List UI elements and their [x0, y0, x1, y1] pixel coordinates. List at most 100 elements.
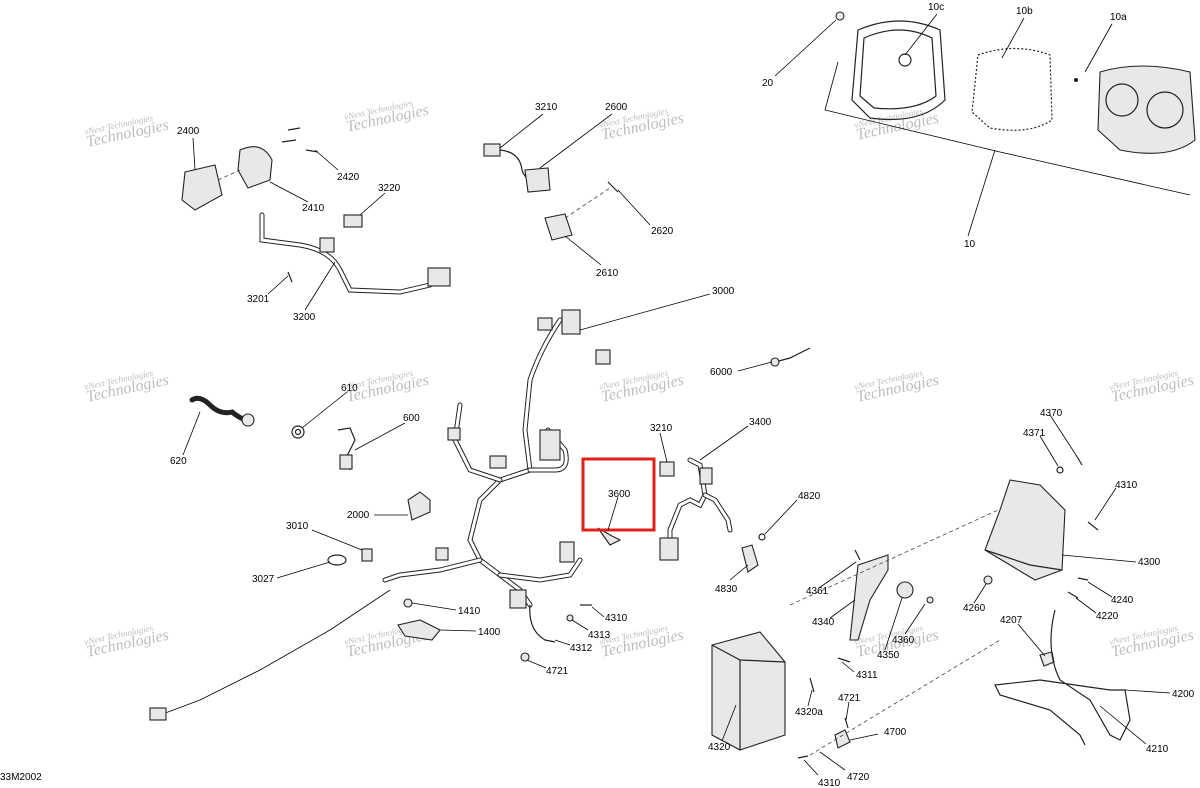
callout-4360[interactable]: 4360 — [892, 635, 915, 646]
tray-4300-part[interactable] — [984, 479, 1066, 581]
callout-6000[interactable]: 6000 — [710, 367, 733, 378]
callout-2000[interactable]: 2000 — [347, 510, 370, 521]
callout-4200[interactable]: 4200 — [1172, 689, 1195, 700]
callout-3220[interactable]: 3220 — [378, 183, 401, 194]
callout-2400[interactable]: 2400 — [177, 126, 200, 137]
screw-4361-part[interactable] — [854, 549, 861, 561]
callout-2600[interactable]: 2600 — [605, 102, 628, 113]
callout-4820[interactable]: 4820 — [798, 491, 821, 502]
callout-4240[interactable]: 4240 — [1111, 595, 1134, 606]
highlight-box-3600[interactable] — [581, 457, 656, 532]
module-group[interactable] — [483, 143, 619, 241]
callout-4830[interactable]: 4830 — [715, 584, 738, 595]
callout-3200[interactable]: 3200 — [293, 312, 316, 323]
callout-3210[interactable]: 3210 — [535, 102, 558, 113]
callout-3210[interactable]: 3210 — [650, 423, 673, 434]
callout-4300[interactable]: 4300 — [1138, 557, 1161, 568]
callout-3400[interactable]: 3400 — [749, 417, 772, 428]
callout-610[interactable]: 610 — [341, 383, 358, 394]
callout-4721[interactable]: 4721 — [546, 666, 569, 677]
module-2600-part[interactable] — [524, 167, 551, 193]
callout-4312[interactable]: 4312 — [570, 643, 593, 654]
callout-1410[interactable]: 1410 — [458, 606, 481, 617]
callout-4320a[interactable]: 4320a — [795, 707, 823, 718]
switch-2400-part[interactable] — [181, 164, 223, 211]
callout-4311[interactable]: 4311 — [856, 670, 878, 681]
callout-3201[interactable]: 3201 — [247, 294, 270, 305]
callout-4350[interactable]: 4350 — [877, 650, 900, 661]
callout-4313[interactable]: 4313 — [588, 630, 611, 641]
connector-3210-part[interactable] — [659, 461, 675, 477]
center-parts-group[interactable] — [597, 347, 811, 573]
solenoid-4350-part[interactable] — [896, 581, 914, 599]
callout-600[interactable]: 600 — [403, 413, 420, 424]
callout-4361[interactable]: 4361 — [806, 586, 829, 597]
pin-2620-part[interactable] — [607, 181, 619, 193]
callout-4260[interactable]: 4260 — [963, 603, 986, 614]
callout-10[interactable]: 10 — [964, 239, 976, 250]
relay-2610-part[interactable] — [544, 213, 573, 241]
tray-group[interactable] — [983, 454, 1131, 746]
washer-4313-part[interactable] — [566, 614, 574, 622]
callout-10c[interactable]: 10c — [928, 2, 944, 13]
callout-4207[interactable]: 4207 — [1000, 615, 1023, 626]
callout-4320[interactable]: 4320 — [708, 742, 731, 753]
nut-4721-part[interactable] — [844, 717, 849, 729]
callout-3000[interactable]: 3000 — [712, 286, 735, 297]
screw-4240-part[interactable] — [1077, 577, 1089, 581]
housing-2410-part[interactable] — [237, 146, 273, 189]
callout-4210[interactable]: 4210 — [1146, 744, 1169, 755]
lens-10b-part[interactable] — [971, 47, 1053, 131]
nut-4820-part[interactable] — [758, 533, 766, 541]
bezel-10c-part[interactable] — [851, 20, 946, 121]
callout-2410[interactable]: 2410 — [302, 203, 325, 214]
screw-4320a-part[interactable] — [809, 677, 815, 693]
connector-3010-part[interactable] — [361, 548, 373, 562]
callout-4700[interactable]: 4700 — [884, 727, 907, 738]
callout-2420[interactable]: 2420 — [337, 172, 360, 183]
callout-4370[interactable]: 4370 — [1040, 408, 1063, 419]
tie-3027-part[interactable] — [327, 554, 347, 566]
screw-2420-part[interactable] — [281, 139, 297, 143]
harness-620-part[interactable] — [189, 395, 251, 423]
callout-2610[interactable]: 2610 — [596, 268, 619, 279]
callout-4310[interactable]: 4310 — [605, 613, 628, 624]
bracket-4340-part[interactable] — [849, 554, 889, 641]
nut-4721-part[interactable] — [520, 652, 530, 662]
callout-2620[interactable]: 2620 — [651, 226, 674, 237]
callout-4721[interactable]: 4721 — [838, 693, 861, 704]
screw-4310-part[interactable] — [1087, 521, 1099, 531]
screw-2420-part[interactable] — [287, 127, 301, 131]
cable-part[interactable] — [159, 589, 391, 716]
connector-3220-part[interactable] — [343, 214, 363, 228]
callout-4340[interactable]: 4340 — [812, 617, 835, 628]
nut-4360-part[interactable] — [926, 596, 934, 604]
switch-assembly-group[interactable] — [181, 127, 451, 295]
clip-1410-part[interactable] — [403, 598, 413, 608]
callout-3010[interactable]: 3010 — [286, 521, 309, 532]
fuse-3600-part[interactable] — [597, 527, 622, 546]
callout-4310[interactable]: 4310 — [818, 778, 841, 788]
screw-4310-part[interactable] — [797, 755, 809, 759]
battery-group[interactable] — [711, 499, 1021, 759]
instrument-cluster-group[interactable] — [824, 11, 1196, 196]
screw-3201-part[interactable] — [287, 271, 293, 283]
cable-4200-part[interactable] — [994, 609, 1131, 746]
connector-3210-part[interactable] — [483, 143, 501, 157]
screw-4311-part[interactable] — [837, 657, 851, 663]
callout-4371[interactable]: 4371 — [1023, 428, 1046, 439]
callout-4310[interactable]: 4310 — [1115, 480, 1138, 491]
battery-4320-part[interactable] — [711, 631, 786, 751]
left-parts-group[interactable] — [149, 395, 592, 721]
callout-4720[interactable]: 4720 — [847, 772, 870, 783]
callout-10b[interactable]: 10b — [1016, 6, 1033, 17]
screw-4220-part[interactable] — [1067, 591, 1079, 599]
main-harness-group[interactable] — [382, 309, 611, 643]
callout-620[interactable]: 620 — [170, 456, 187, 467]
bracket-2000-part[interactable] — [407, 491, 431, 521]
callout-20[interactable]: 20 — [762, 78, 774, 89]
strap-4700-part[interactable] — [834, 729, 851, 749]
nut-4260-part[interactable] — [983, 575, 993, 585]
cover-4830-part[interactable] — [741, 544, 759, 573]
callout-3600[interactable]: 3600 — [608, 489, 631, 500]
